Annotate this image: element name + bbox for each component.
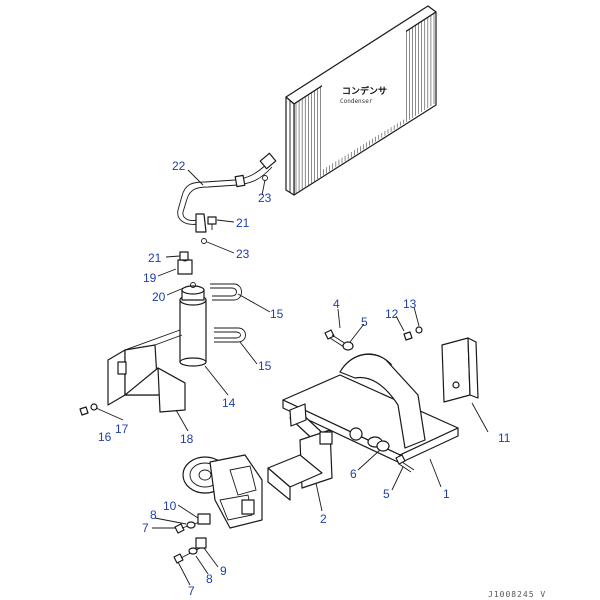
callout-21-left: 21 <box>148 251 162 265</box>
callout-3: 4 <box>333 297 340 311</box>
callout-12: 12 <box>385 307 399 321</box>
callout-15-bottom: 15 <box>258 359 272 373</box>
callout-1: 1 <box>443 487 450 501</box>
callout-22: 22 <box>172 159 186 173</box>
callout-4: 5 <box>361 315 368 329</box>
callout-14: 14 <box>222 396 236 410</box>
callout-13: 13 <box>403 297 417 311</box>
callout-2: 2 <box>320 512 327 526</box>
callout-7-top: 7 <box>142 521 149 535</box>
callout-18: 18 <box>180 432 194 446</box>
side-bracket <box>441 337 479 403</box>
condenser-label-jp: コンデンサ <box>342 85 387 97</box>
callout-labels: 22 23 21 23 21 19 20 15 15 14 17 16 18 4… <box>98 159 511 598</box>
drawing-id: J1008245 V <box>488 590 546 599</box>
leader-lines <box>95 169 489 586</box>
compressor-bracket <box>267 403 333 501</box>
callout-9: 9 <box>220 564 227 578</box>
condenser-label-en: Condenser <box>340 98 373 105</box>
callout-10: 10 <box>163 499 177 513</box>
compressor <box>182 454 263 529</box>
callout-8-bottom: 8 <box>206 572 213 586</box>
callout-8-top: 8 <box>150 508 157 522</box>
callout-16: 16 <box>98 430 112 444</box>
callout-23-top: 23 <box>258 191 272 205</box>
callout-19: 19 <box>143 271 157 285</box>
callout-11: 11 <box>498 431 511 445</box>
callout-23-mid: 23 <box>236 247 250 261</box>
callout-17: 17 <box>115 422 129 436</box>
receiver-drier <box>177 254 207 367</box>
drier-bracket <box>107 329 186 413</box>
condenser: コンデンサ Condenser <box>285 5 437 196</box>
callout-20: 20 <box>152 290 166 304</box>
callout-15-top: 15 <box>270 307 284 321</box>
callout-6: 6 <box>350 467 357 481</box>
callout-21-top: 21 <box>236 216 250 230</box>
callout-7-bottom: 7 <box>188 584 195 598</box>
callout-5: 5 <box>383 487 390 501</box>
pipes <box>210 283 246 343</box>
hose-assembly <box>177 152 277 233</box>
main-bracket <box>282 353 459 464</box>
